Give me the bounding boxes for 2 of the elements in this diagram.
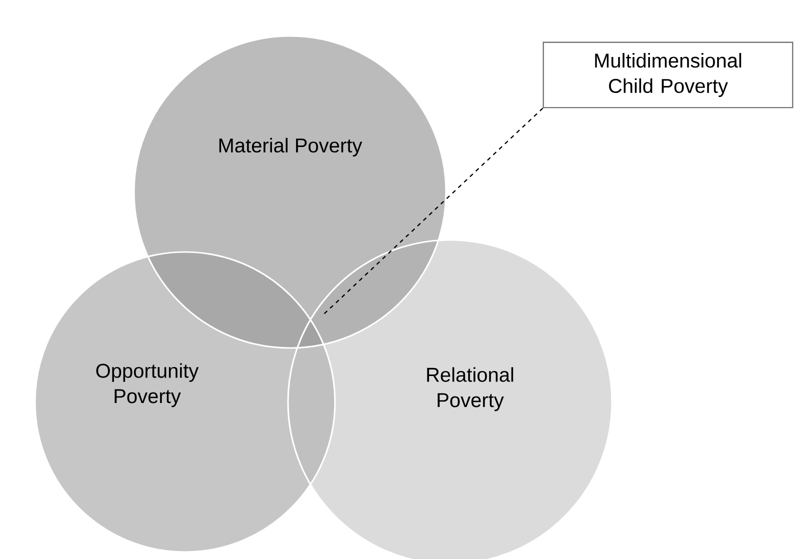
leader-line [324,108,544,314]
text-box: Multidimensional Child Poverty [542,42,794,108]
